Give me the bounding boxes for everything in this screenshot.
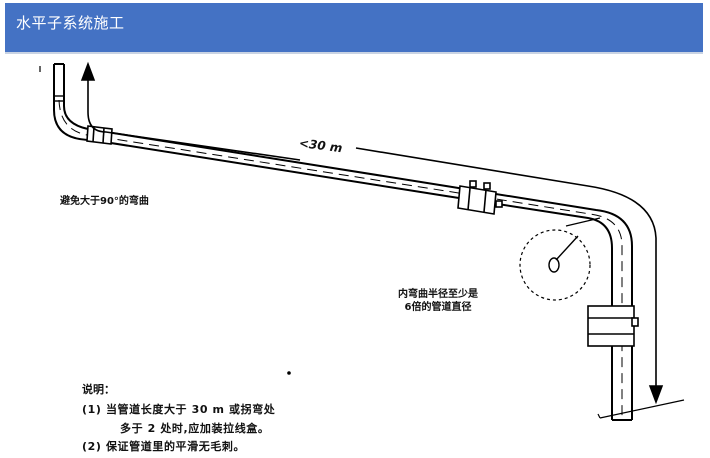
conduit-outer-edge bbox=[53, 64, 613, 420]
radius-note-line2: 6倍的管道直径 bbox=[404, 302, 472, 313]
note-item-1: (1) 当管道长度大于 30 m 或拐弯处 bbox=[82, 403, 276, 416]
conduit-centerline bbox=[58, 99, 623, 416]
radius-note: 内弯曲半径至少是 6倍的管道直径 bbox=[398, 288, 478, 314]
note-item-1-continued: 多于 2 处时,应加装拉线盒。 bbox=[120, 422, 270, 435]
coupling-middle bbox=[457, 180, 503, 215]
page-title: 水平子系统施工 bbox=[16, 14, 125, 32]
title-bar-shadow bbox=[5, 52, 703, 54]
length-indicator bbox=[355, 147, 664, 405]
coupling-left bbox=[86, 125, 113, 145]
arrow-up-icon bbox=[80, 61, 301, 161]
coupling-right bbox=[587, 305, 639, 347]
radius-note-line1: 内弯曲半径至少是 bbox=[398, 289, 478, 300]
note-item-2: (2) 保证管道里的平滑无毛刺。 bbox=[82, 440, 246, 453]
bend-note-label: 避免大于90°的弯曲 bbox=[60, 196, 149, 207]
conduit-inner-edge bbox=[63, 64, 633, 420]
bend-radius-circle bbox=[519, 229, 591, 301]
notes-title: 说明： bbox=[82, 383, 115, 396]
title-bar: 水平子系统施工 bbox=[5, 3, 703, 52]
